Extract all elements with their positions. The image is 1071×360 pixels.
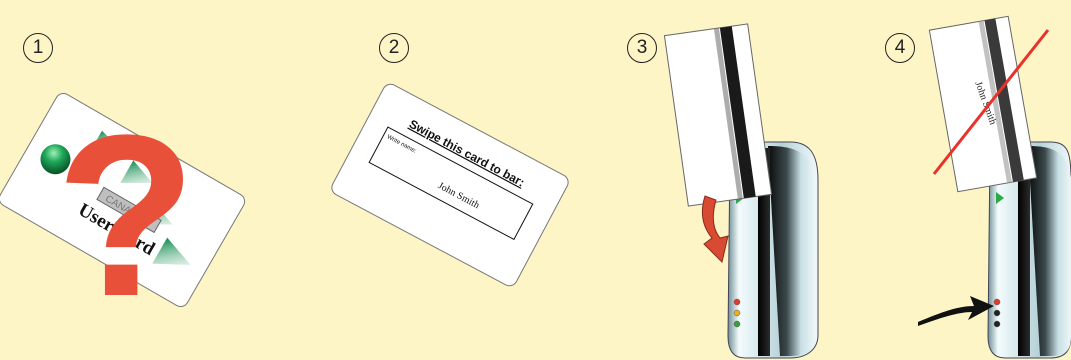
step-2-badge: 2 — [379, 33, 409, 63]
reader-direction-triangle-icon — [996, 192, 1004, 204]
panel-1-unknown-card: CANADICS User Card ? — [0, 87, 246, 344]
led-red — [733, 298, 741, 306]
question-mark: ? — [56, 87, 197, 344]
panel-4-wrong-orientation: John Smith — [918, 15, 1071, 359]
step-3-badge: 3 — [627, 33, 657, 63]
card-triangle-icon — [152, 237, 191, 266]
led-dark — [993, 320, 1001, 328]
card-wrong-side: John Smith — [928, 15, 1038, 193]
panel-2-write-name-card: Swipe this card to bar: Write name: John… — [331, 83, 569, 287]
pointing-arrow-icon — [918, 296, 994, 326]
card-triangle-icon — [90, 130, 119, 150]
user-card: CANADICS User Card — [0, 93, 246, 307]
led-green — [733, 320, 741, 328]
led-red — [993, 298, 1001, 306]
led-yellow — [733, 309, 741, 317]
card-triangle-icon — [120, 160, 153, 184]
panel-3-swipe-card — [663, 23, 819, 359]
step-4-badge: 4 — [885, 33, 915, 63]
cross-out-line — [932, 29, 1050, 175]
name-write-box — [368, 126, 534, 241]
card-reader — [987, 141, 1071, 359]
swipe-down-arrow-icon — [701, 195, 729, 263]
card-green-ball-icon — [40, 144, 71, 175]
led-dark — [993, 309, 1001, 317]
step-1-badge: 1 — [23, 33, 53, 63]
card-being-swiped — [663, 23, 773, 207]
